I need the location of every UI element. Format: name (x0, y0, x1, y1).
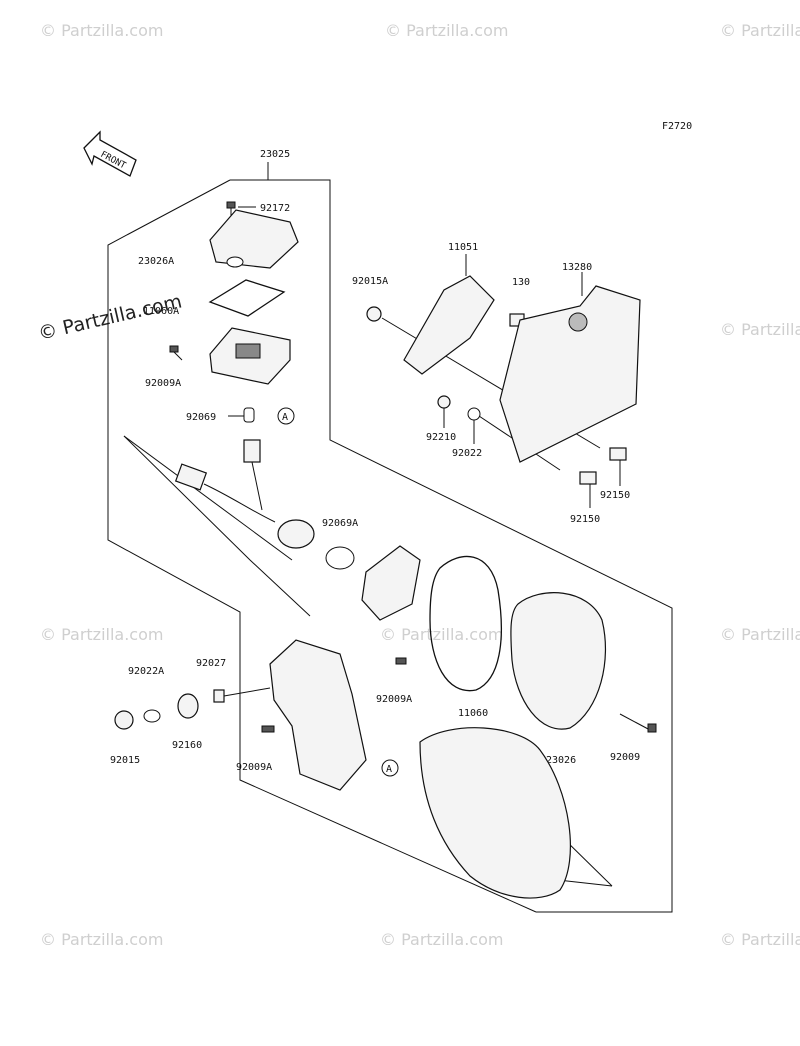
part-label: 92172 (260, 203, 290, 214)
part-label: 92015 (110, 755, 140, 766)
base-bracket (269, 639, 367, 791)
assembly-outline (230, 179, 673, 913)
part-label: 92150 (600, 490, 630, 501)
assembly-outline-left (107, 179, 537, 913)
callout-a: A (277, 407, 295, 425)
gasket-11060 (429, 555, 502, 692)
watermark: © Partzilla.com (720, 320, 800, 339)
svg-text:A: A (386, 764, 392, 775)
figure-code: F2720 (662, 121, 692, 132)
watermarks: © Partzilla.com © Partzilla.com © Partzi… (40, 21, 800, 949)
part-label: 92160 (172, 740, 202, 751)
watermark: © Partzilla.com (380, 625, 503, 644)
part-label: 92150 (570, 514, 600, 525)
screw-92009a (169, 345, 183, 361)
nut-92210 (437, 395, 451, 409)
leader-line (123, 435, 293, 561)
watermark: © Partzilla.com (720, 625, 800, 644)
part-label: 23026A (138, 256, 174, 267)
watermark: © Partzilla.com (40, 21, 163, 40)
part-label: 92022 (452, 448, 482, 459)
socket-wiring (174, 439, 315, 549)
watermark: © Partzilla.com (380, 930, 503, 949)
part-label: 130 (512, 277, 530, 288)
bolt-92150 (579, 471, 597, 485)
part-label: 23026 (546, 755, 576, 766)
screw-92009a (395, 657, 407, 665)
part-label: 92015A (352, 276, 388, 287)
watermark: © Partzilla.com (385, 21, 508, 40)
lens-23026 (510, 592, 607, 730)
gasket-11060a (208, 279, 286, 317)
plate-bracket-13280 (499, 285, 641, 463)
screw-92009 (619, 713, 657, 733)
lamp-housing (209, 327, 291, 385)
part-label: 92027 (196, 658, 226, 669)
watermark: © Partzilla.com (40, 625, 163, 644)
part-label: 13280 (562, 262, 592, 273)
part-label: 92069A (322, 518, 358, 529)
part-label: 23025 (260, 149, 290, 160)
svg-text:A: A (282, 412, 288, 423)
part-label: 92009A (376, 694, 412, 705)
front-arrow-icon: FRONT (83, 130, 137, 177)
part-label: 92210 (426, 432, 456, 443)
part-label: 11060A (143, 306, 179, 317)
small-parts (114, 687, 271, 730)
bolt-92150 (609, 447, 627, 461)
part-label: 92022A (128, 666, 164, 677)
taillight-body (419, 727, 571, 899)
part-label: 11060 (458, 708, 488, 719)
part-label: 11051 (448, 242, 478, 253)
reflector (361, 545, 421, 621)
screw-92009a (261, 725, 275, 733)
part-label: 92009A (145, 378, 181, 389)
leader-line (123, 435, 311, 617)
watermark: © Partzilla.com (40, 930, 163, 949)
callout-a: A (381, 759, 399, 777)
lens-cover-top (209, 209, 299, 269)
part-label: 92009 (610, 752, 640, 763)
part-label: 92009A (236, 762, 272, 773)
watermark: © Partzilla.com (720, 930, 800, 949)
bulb-92069 (243, 407, 255, 423)
watermark-main: © Partzilla.com (36, 290, 184, 344)
bulb-92069a (325, 546, 355, 570)
watermark: © Partzilla.com (720, 21, 800, 40)
washer-92022 (467, 407, 481, 421)
nut-92015a (366, 306, 382, 322)
part-label: 92069 (186, 412, 216, 423)
bracket-11051 (403, 275, 495, 375)
